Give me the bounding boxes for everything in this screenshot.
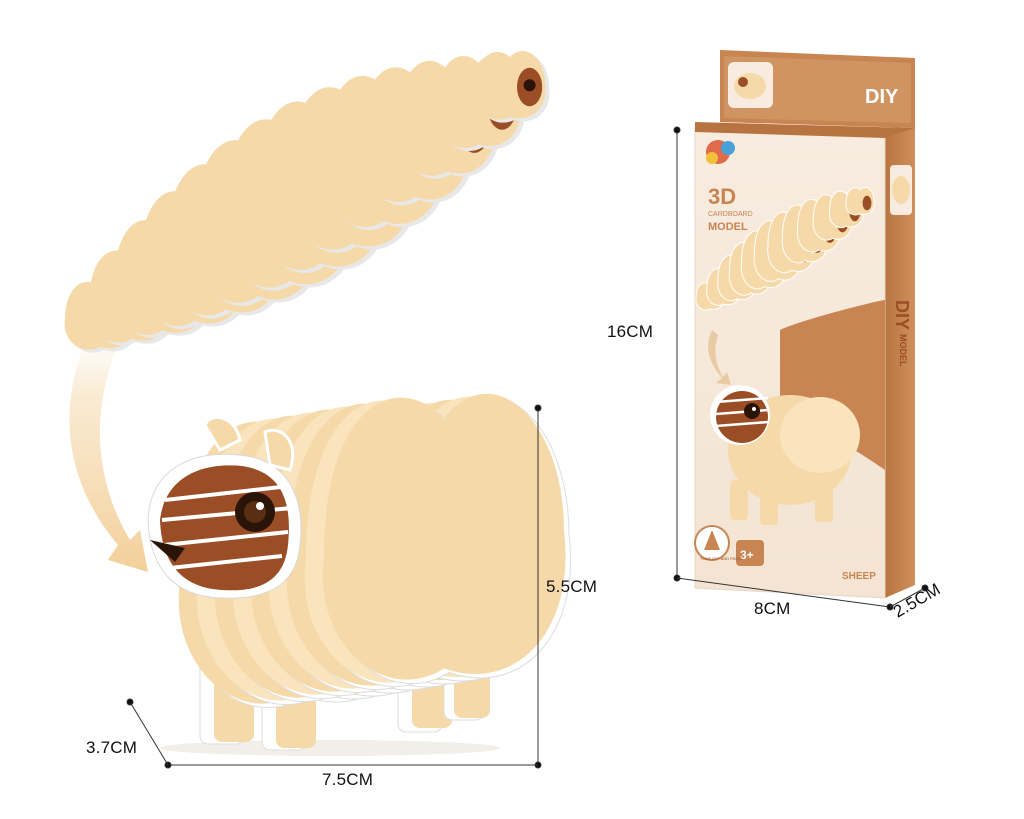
model-height-label: 5.5CM	[546, 577, 598, 596]
animal-name: SHEEP	[842, 571, 876, 582]
box-heading: 3D	[708, 184, 736, 209]
box-dimension-lines	[673, 126, 929, 611]
assembled-sheep-model	[147, 393, 571, 756]
box-title: DIY	[865, 86, 899, 108]
model-length-label: 7.5CM	[322, 770, 374, 789]
tear-off-label: TEAR OFF AND PASTE	[700, 556, 743, 561]
product-box	[694, 50, 915, 599]
box-subheading-2: MODEL	[708, 221, 748, 233]
exploded-cardboard-pieces	[64, 51, 550, 353]
model-dimension-lines	[126, 404, 542, 769]
box-side-text: DIY	[892, 300, 912, 330]
age-badge-bg	[736, 540, 764, 566]
box-mini-face	[862, 195, 872, 211]
model-depth-label: 3.7CM	[86, 738, 138, 757]
age-badge: 3+	[740, 548, 754, 562]
box-width-label: 8CM	[754, 599, 791, 618]
box-subheading-1: CARDBOARD	[708, 211, 753, 218]
cardboard-eye	[523, 79, 536, 92]
body-layer	[322, 393, 566, 680]
box-side-subtext: MODEL	[898, 334, 908, 367]
box-height-label: 16CM	[607, 322, 654, 341]
assembly-arrow	[69, 300, 148, 572]
